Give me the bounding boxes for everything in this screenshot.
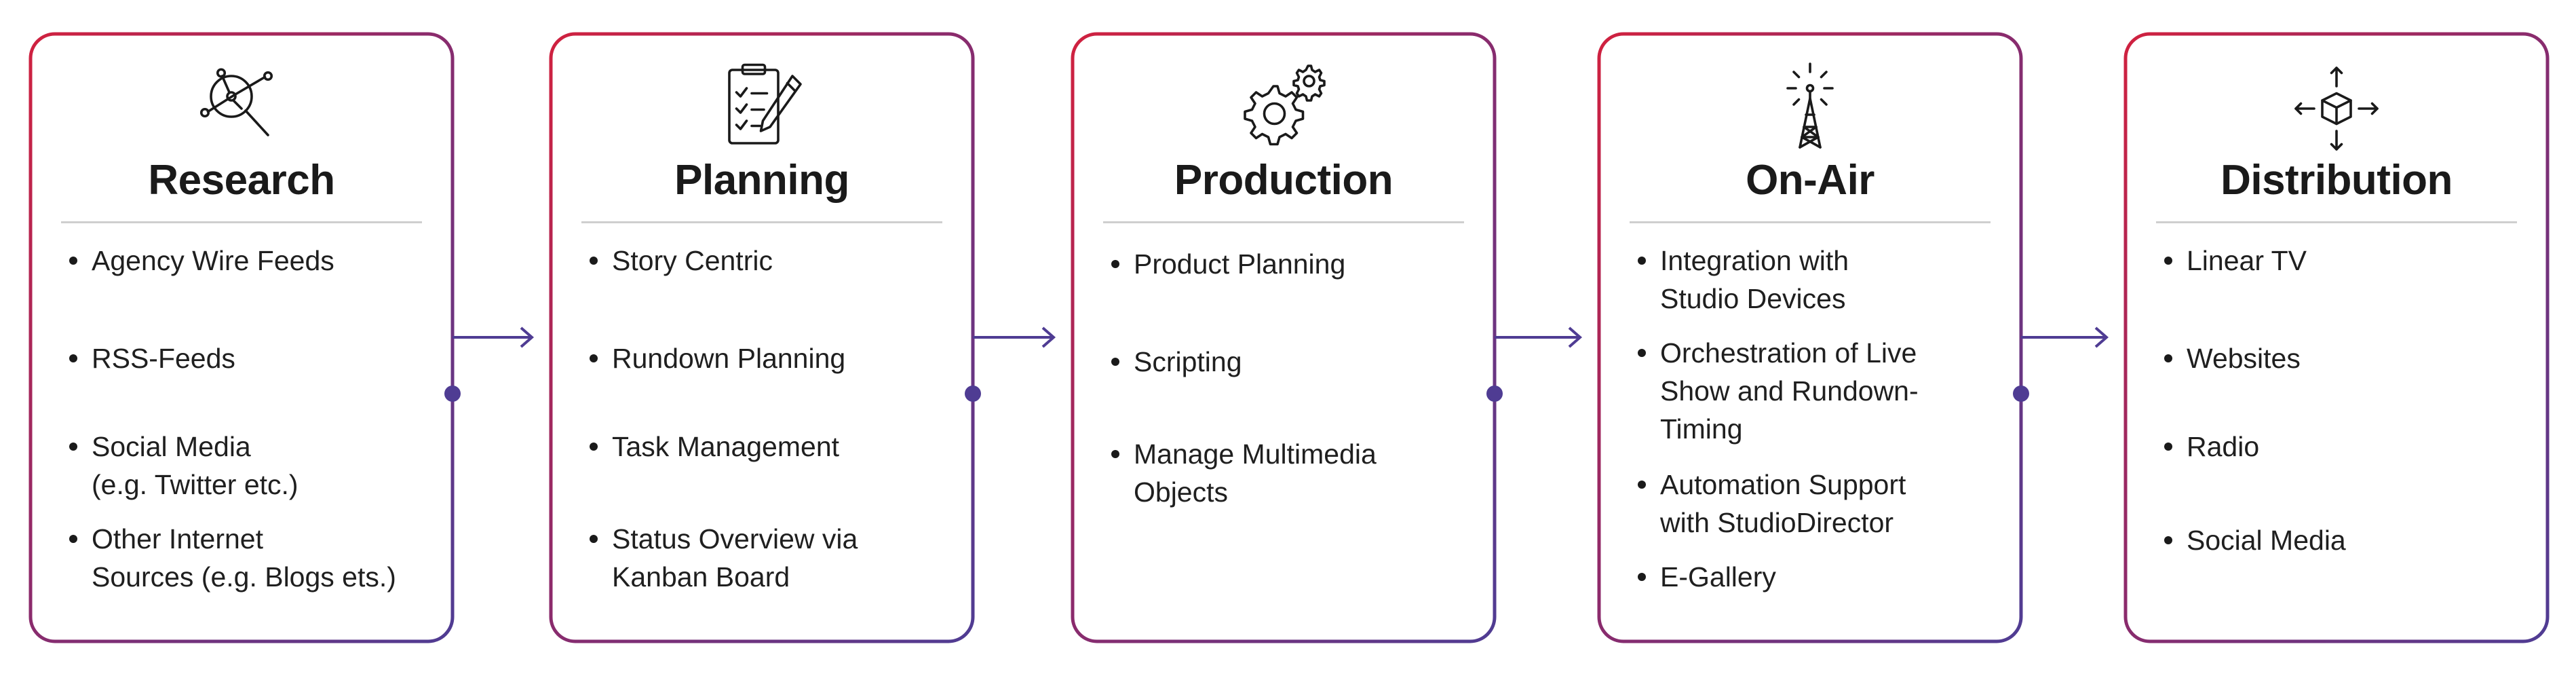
arrow-head	[2094, 326, 2109, 348]
stage-items: Story Centric Rundown Planning Task Mana…	[588, 242, 953, 596]
divider	[61, 221, 422, 223]
card-frame	[2123, 32, 2550, 643]
list-item: Rundown Planning	[588, 339, 953, 377]
list-item: Scripting	[1110, 343, 1474, 381]
arrow-head	[1568, 326, 1583, 348]
broadcast-tower-icon	[1599, 58, 2021, 159]
stage-title: Distribution	[2221, 157, 2453, 204]
stage-card-planning: Planning Story Centric Rundown Planning …	[551, 34, 973, 641]
list-item: Linear TV	[2163, 242, 2527, 280]
list-item: Social Media(e.g. Twitter etc.)	[68, 428, 432, 504]
divider	[2156, 221, 2517, 223]
connector-dot	[444, 386, 461, 402]
list-item: E-Gallery	[1636, 558, 2001, 596]
list-item: Story Centric	[588, 242, 953, 280]
stage-card-research: Research Agency Wire Feeds RSS-Feeds Soc…	[31, 34, 453, 641]
list-item: Product Planning	[1110, 245, 1474, 283]
list-item: Social Media	[2163, 521, 2527, 559]
clipboard-pencil-icon	[551, 58, 973, 159]
arrow-head	[520, 326, 535, 348]
arrow-head	[1041, 326, 1056, 348]
connector-dot	[2013, 386, 2029, 402]
divider	[581, 221, 942, 223]
connector-dot	[1486, 386, 1503, 402]
list-item: Task Management	[588, 428, 953, 466]
connector-dot	[965, 386, 981, 402]
list-item: RSS-Feeds	[68, 339, 432, 377]
stage-items: Agency Wire Feeds RSS-Feeds Social Media…	[68, 242, 432, 596]
list-item: Radio	[2163, 428, 2527, 466]
stage-items: Linear TV Websites Radio Social Media	[2163, 242, 2527, 559]
magnifier-network-icon	[31, 58, 453, 159]
stage-title: Production	[1174, 157, 1393, 204]
divider	[1103, 221, 1464, 223]
divider	[1630, 221, 1991, 223]
list-item: Agency Wire Feeds	[68, 242, 432, 280]
stage-title: Research	[148, 157, 335, 204]
stage-card-production: Production Product Planning Scripting Ma…	[1073, 34, 1495, 641]
list-item: Websites	[2163, 339, 2527, 377]
gears-icon	[1073, 58, 1495, 159]
stage-title: Planning	[674, 157, 849, 204]
stage-card-distribution: Distribution Linear TV Websites Radio So…	[2126, 34, 2548, 641]
stage-items: Product Planning Scripting Manage Multim…	[1110, 242, 1474, 511]
cube-arrows-icon	[2126, 58, 2548, 159]
stage-title: On-Air	[1746, 157, 1875, 204]
